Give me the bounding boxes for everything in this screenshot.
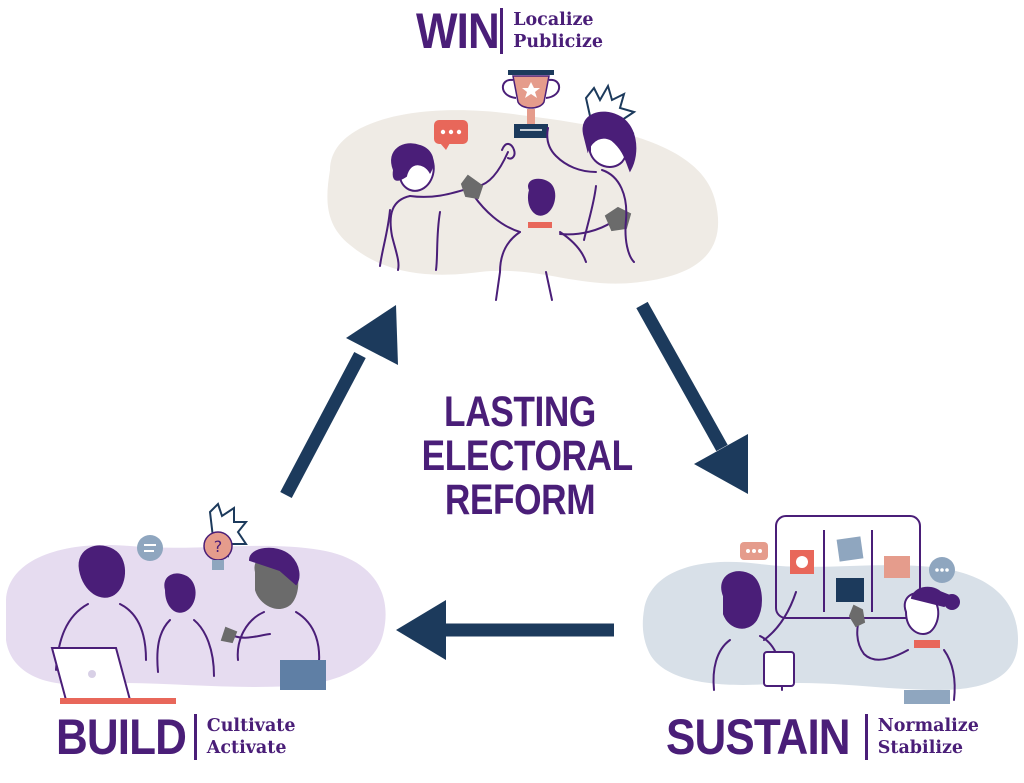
win-stage-name: WIN <box>416 3 500 59</box>
win-stage-words: Localize Publicize <box>513 9 603 53</box>
build-stage-words: Cultivate Activate <box>207 715 296 759</box>
kanban-board <box>775 515 921 619</box>
kanban-card <box>884 556 910 578</box>
kanban-card <box>836 578 864 602</box>
chat-bubble-icon <box>929 557 955 583</box>
build-divider <box>193 714 197 760</box>
lightbulb-icon: ? <box>203 502 249 570</box>
sustain-stage-label: SUSTAIN Normalize Stabilize <box>666 712 979 762</box>
build-word-2: Activate <box>206 738 287 758</box>
laptop-icon <box>50 647 176 704</box>
sustain-word-1: Normalize <box>877 716 979 736</box>
arrow-build-to-win <box>280 305 398 499</box>
build-stage-name: BUILD <box>56 709 187 765</box>
win-word-2: Publicize <box>513 32 603 52</box>
build-stage-label: BUILD Cultivate Activate <box>56 712 296 762</box>
build-illustration: ? <box>6 502 386 704</box>
sustain-stage-words: Normalize Stabilize <box>878 715 979 759</box>
sustain-stage-name: SUSTAIN <box>666 709 851 765</box>
arrow-win-to-sustain <box>636 301 748 494</box>
center-line-3: REFORM <box>444 476 596 524</box>
center-line-2: ELECTORAL <box>421 432 634 480</box>
win-stage-label: WIN Localize Publicize <box>416 6 603 56</box>
sustain-blob <box>642 561 1018 690</box>
trophy-icon <box>501 70 561 138</box>
arrow-sustain-to-build <box>396 600 614 660</box>
sustain-illustration <box>642 515 1018 704</box>
win-illustration <box>327 70 719 301</box>
win-divider <box>500 8 504 54</box>
center-line-1: LASTING <box>444 388 596 436</box>
kanban-card <box>836 536 864 562</box>
win-word-1: Localize <box>513 10 594 30</box>
sustain-divider <box>864 714 868 760</box>
svg-text:?: ? <box>214 537 223 556</box>
sustain-word-2: Stabilize <box>877 738 964 758</box>
chat-bubble-icon <box>740 542 768 560</box>
build-word-1: Cultivate <box>206 716 296 736</box>
chat-bubble-icon <box>137 535 163 561</box>
chat-bubble-icon <box>434 120 468 150</box>
center-title: LASTING ELECTORAL REFORM <box>400 390 640 522</box>
